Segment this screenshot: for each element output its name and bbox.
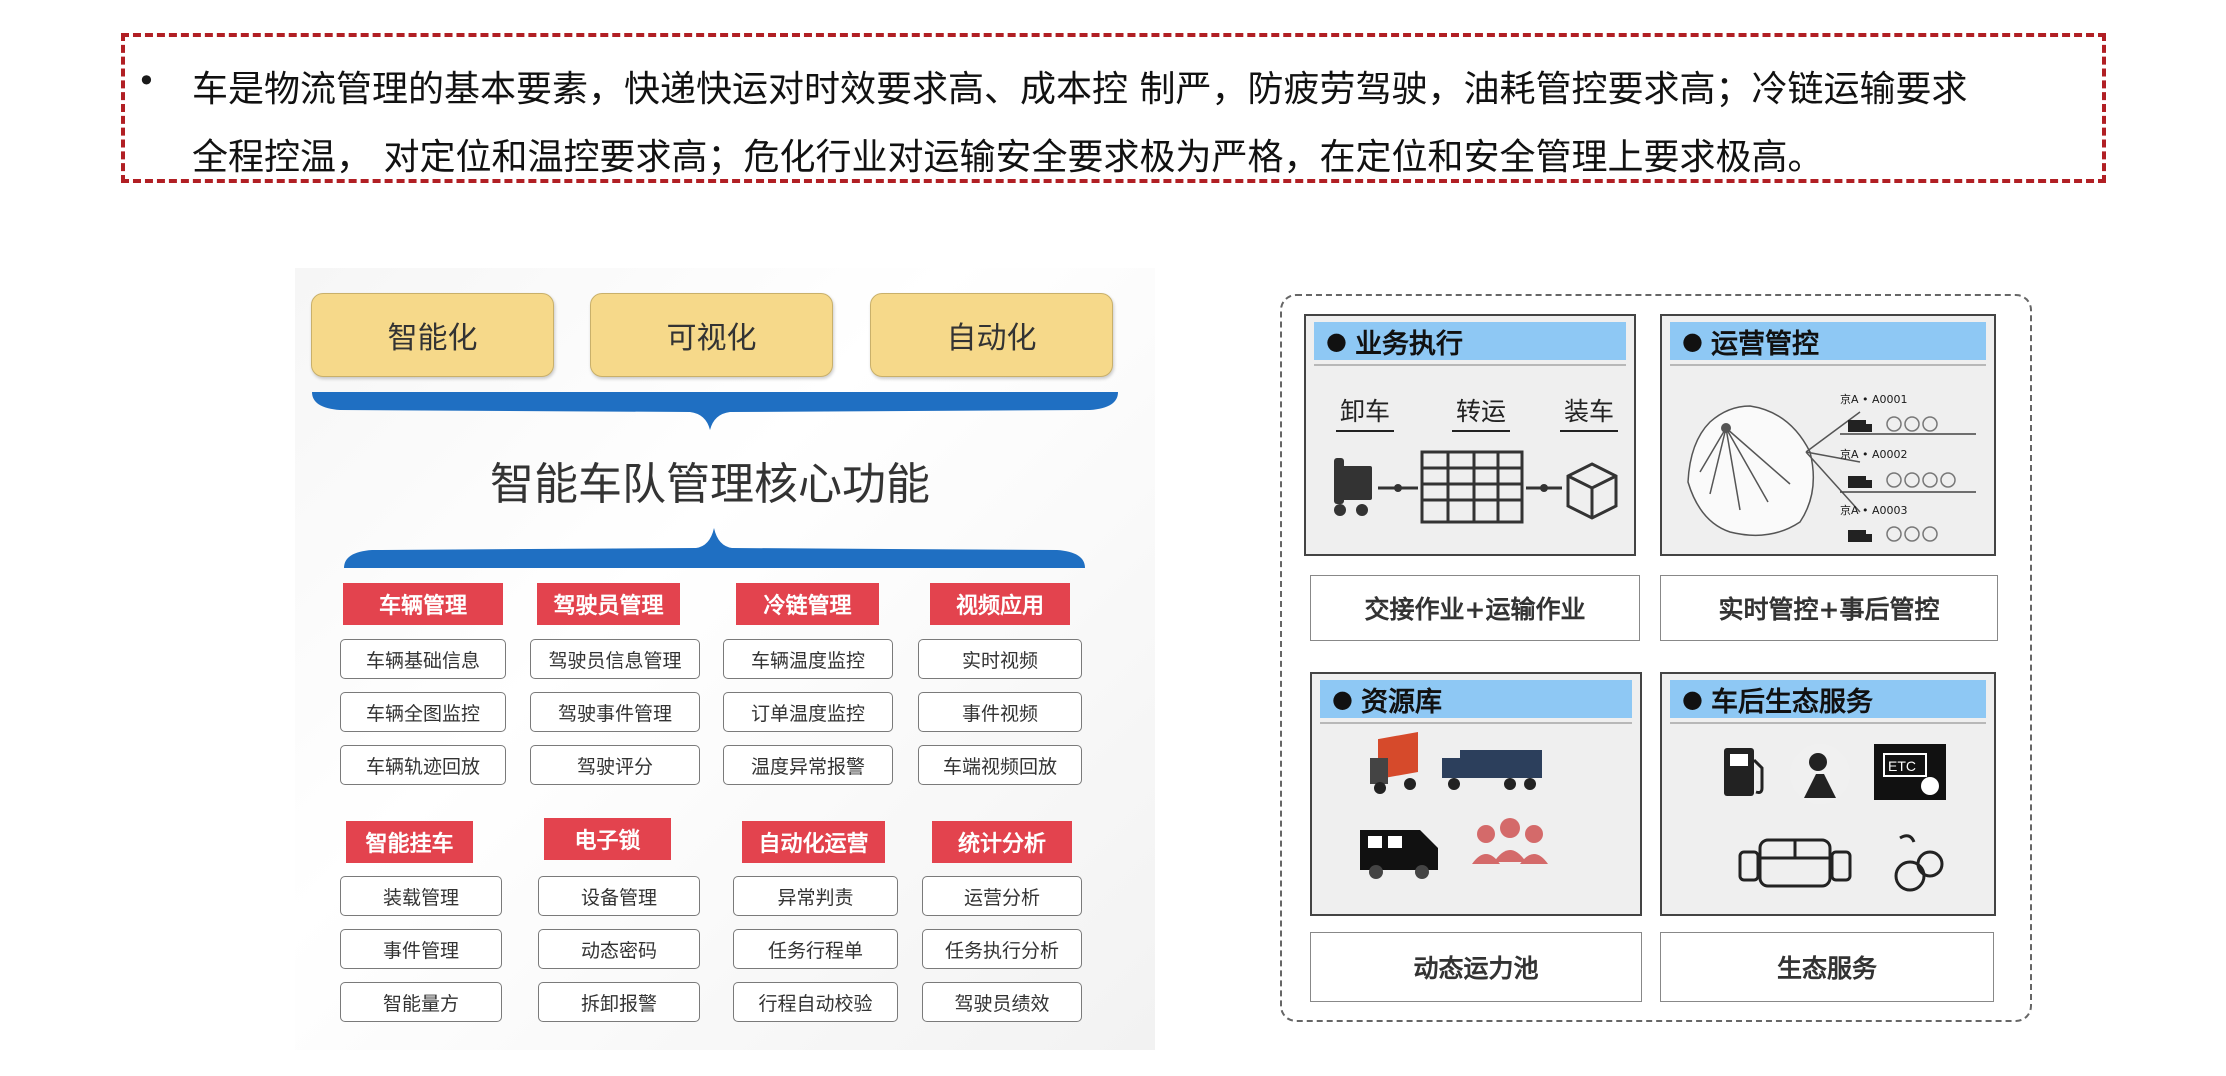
- van-icon: [1360, 830, 1438, 879]
- list-item: 车辆基础信息: [340, 639, 506, 679]
- etc-label: ETC: [1888, 758, 1916, 774]
- divider: [1670, 364, 1986, 366]
- list-item: 任务执行分析: [922, 929, 1082, 969]
- worker-cart-icon: [1334, 458, 1372, 516]
- list-item: 驾驶事件管理: [530, 692, 700, 732]
- step-transfer: 转运: [1452, 392, 1511, 432]
- shelf-rack-icon: [1420, 450, 1524, 524]
- card-title: 业务执行: [1314, 322, 1626, 360]
- list-item: 事件管理: [340, 929, 502, 969]
- category-statistics: 统计分析: [932, 821, 1072, 863]
- card-business-execution: 业务执行: [1304, 314, 1636, 556]
- coins-icon: [1894, 834, 1944, 892]
- lower-brace-arc: [344, 528, 1085, 568]
- category-driver-management: 驾驶员管理: [537, 583, 680, 625]
- note-line-1: 车是物流管理的基本要素，快递快运对时效要求高、成本控 制严，防疲劳驾驶，油耗管控…: [192, 69, 1968, 110]
- caption-handover: 交接作业+运输作业: [1310, 575, 1640, 641]
- vehicle-id-3: 京A • A0003: [1840, 504, 1908, 517]
- route-lines: [1699, 411, 1861, 513]
- list-item: 智能量方: [340, 982, 502, 1022]
- category-cold-chain: 冷链管理: [736, 583, 879, 625]
- list-item: 事件视频: [918, 692, 1082, 732]
- bus-icon: [1738, 838, 1852, 888]
- road-toll-icon: [1790, 744, 1850, 804]
- list-item: 车端视频回放: [918, 745, 1082, 785]
- etc-card-icon: ETC: [1874, 744, 1946, 800]
- card-title: 资源库: [1320, 680, 1632, 718]
- fleet-illustration: [1360, 732, 1548, 879]
- caption-dynamic-capacity: 动态运力池: [1310, 932, 1642, 1002]
- category-vehicle-management: 车辆管理: [343, 583, 503, 625]
- vehicle-id-2: 京A • A0002: [1840, 448, 1908, 461]
- list-item: 车辆全图监控: [340, 692, 506, 732]
- list-item: 设备管理: [538, 876, 700, 916]
- category-auto-ops: 自动化运营: [742, 821, 885, 863]
- note-box: [121, 33, 2106, 183]
- list-item: 驾驶评分: [530, 745, 700, 785]
- list-item: 运营分析: [922, 876, 1082, 916]
- list-item: 车辆温度监控: [723, 639, 893, 679]
- divider: [1670, 722, 1986, 724]
- card-title: 运营管控: [1670, 322, 1986, 360]
- vehicle-id-1: 京A • A0001: [1840, 393, 1908, 406]
- red-truck-icon: [1370, 732, 1418, 794]
- list-item: 装载管理: [340, 876, 502, 916]
- truck-icon: [1848, 420, 1872, 542]
- package-box-icon: [1566, 462, 1618, 520]
- note-bullet: •: [137, 62, 156, 100]
- list-item: 行程自动校验: [733, 982, 898, 1022]
- people-group-icon: [1472, 818, 1548, 864]
- pill-automated: 自动化: [870, 293, 1113, 377]
- caption-ecosystem: 生态服务: [1660, 932, 1994, 1002]
- card-title: 车后生态服务: [1670, 680, 1986, 718]
- monitoring-map-diagram: [1687, 405, 1976, 542]
- list-item: 异常判责: [733, 876, 898, 916]
- divider: [1314, 364, 1626, 366]
- list-item: 温度异常报警: [723, 745, 893, 785]
- category-video: 视频应用: [930, 583, 1070, 625]
- ecosystem-icons: ETC: [1724, 744, 1946, 892]
- step-load: 装车: [1560, 392, 1619, 432]
- list-item: 驾驶员信息管理: [530, 639, 700, 679]
- card-resource-library: 资源库: [1310, 672, 1642, 916]
- fuel-pump-icon: [1724, 748, 1764, 796]
- core-title: 智能车队管理核心功能: [490, 459, 930, 510]
- semi-truck-icon: [1442, 750, 1542, 790]
- status-hex-icons: [1886, 416, 1956, 542]
- pill-intelligent: 智能化: [311, 293, 554, 377]
- list-item: 实时视频: [918, 639, 1082, 679]
- workflow-diagram: [1334, 450, 1618, 524]
- list-item: 拆卸报警: [538, 982, 700, 1022]
- category-smart-trailer: 智能挂车: [346, 821, 473, 863]
- category-e-lock: 电子锁: [544, 818, 671, 860]
- upper-brace-arc: [312, 392, 1118, 430]
- step-unload: 卸车: [1336, 392, 1395, 432]
- list-item: 订单温度监控: [723, 692, 893, 732]
- divider: [1320, 722, 1632, 724]
- note-line-2: 全程控温， 对定位和温控要求高；危化行业对运输安全要求极为严格，在定位和安全管理…: [192, 137, 1824, 178]
- list-item: 动态密码: [538, 929, 700, 969]
- list-item: 任务行程单: [733, 929, 898, 969]
- list-item: 驾驶员绩效: [922, 982, 1082, 1022]
- pill-visual: 可视化: [590, 293, 833, 377]
- list-item: 车辆轨迹回放: [340, 745, 506, 785]
- caption-realtime-control: 实时管控+事后管控: [1660, 575, 1998, 641]
